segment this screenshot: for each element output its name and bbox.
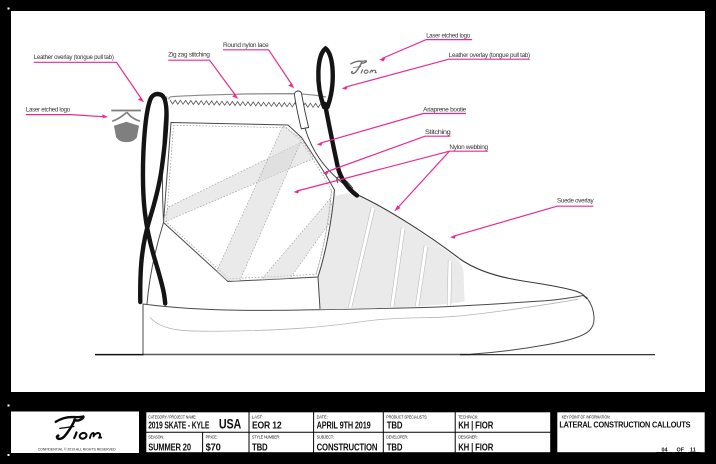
svg-text:Leather overlay (tongue pull t: Leather overlay (tongue pull tab) <box>449 52 530 59</box>
svg-text:TECHPACK:: TECHPACK: <box>458 414 478 419</box>
svg-text:SUMMER 20: SUMMER 20 <box>148 442 191 453</box>
svg-text:TBD: TBD <box>252 442 268 453</box>
svg-text:EOR 12: EOR 12 <box>252 420 282 431</box>
svg-text:SEASON:: SEASON: <box>148 435 164 440</box>
svg-text:Zig zag stitching: Zig zag stitching <box>168 51 210 58</box>
svg-text:OF: OF <box>677 447 685 453</box>
svg-text:KH | FIOR: KH | FIOR <box>458 442 494 453</box>
svg-text:PRODUCT SPECIALISTS:: PRODUCT SPECIALISTS: <box>386 414 427 419</box>
svg-text:DEVELOPER:: DEVELOPER: <box>386 435 408 440</box>
svg-text:USA: USA <box>219 416 242 431</box>
svg-text:KEY POINT OF INFORMATION:: KEY POINT OF INFORMATION: <box>562 415 611 420</box>
svg-text:DESIGNER:: DESIGNER: <box>458 435 478 440</box>
svg-text:Round nylon lace: Round nylon lace <box>223 42 269 49</box>
svg-text:Nylon webbing: Nylon webbing <box>449 144 488 151</box>
svg-text:Suede overlay: Suede overlay <box>557 198 594 205</box>
svg-text:$70: $70 <box>206 442 222 453</box>
svg-text:CATEGORY / PROJECT NAME:: CATEGORY / PROJECT NAME: <box>148 414 196 419</box>
svg-text:Leather overlay (tongue pull t: Leather overlay (tongue pull tab) <box>34 54 114 61</box>
svg-text:04: 04 <box>662 447 668 453</box>
svg-text:TBD: TBD <box>387 420 403 431</box>
svg-text:CONFIDENTIAL © 2019 ALL RIGHTS: CONFIDENTIAL © 2019 ALL RIGHTS RESERVED <box>38 447 116 451</box>
svg-text:SUBJECT:: SUBJECT: <box>317 435 334 440</box>
svg-text:11: 11 <box>690 447 696 453</box>
svg-text:TBD: TBD <box>387 442 403 453</box>
svg-text:CONSTRUCTION: CONSTRUCTION <box>317 442 378 453</box>
svg-text:KH | FIOR: KH | FIOR <box>458 420 494 431</box>
svg-text:LATERAL CONSTRUCTION CALLOUTS: LATERAL CONSTRUCTION CALLOUTS <box>559 421 691 430</box>
svg-text:Laser etched logo: Laser etched logo <box>26 107 71 114</box>
svg-text:2019 SKATE - KYLE: 2019 SKATE - KYLE <box>148 420 209 431</box>
svg-text:DATE:: DATE: <box>317 414 328 419</box>
svg-text:Laser etched logo: Laser etched logo <box>426 32 470 39</box>
svg-text:Stitching: Stitching <box>425 129 451 136</box>
svg-text:Ariaprene bootie: Ariaprene bootie <box>423 106 467 113</box>
svg-text:PRICE:: PRICE: <box>206 435 218 440</box>
svg-text:STYLE NUMBER:: STYLE NUMBER: <box>252 435 280 440</box>
svg-text:LAST:: LAST: <box>252 414 263 419</box>
svg-text:APRIL 9TH 2019: APRIL 9TH 2019 <box>317 420 371 431</box>
